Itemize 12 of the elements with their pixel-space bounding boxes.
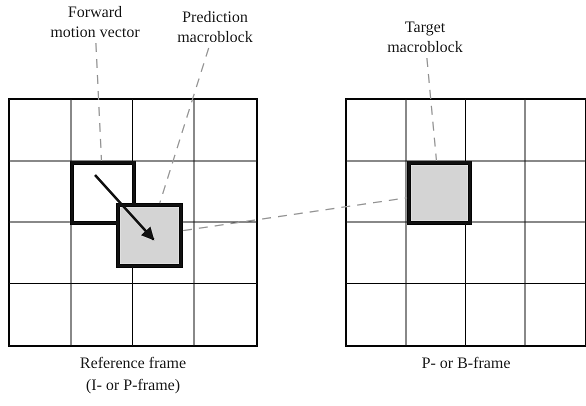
callout-text: Prediction macroblock [160,8,270,48]
motion-vector-arrow [94,174,154,240]
leader-line [426,58,438,162]
dashed-connector [182,197,408,232]
frame-caption: Reference frame (I- or P-frame) [78,354,188,396]
leader-line [159,48,210,204]
callout-text: Target macroblock [375,18,475,58]
macroblock [407,161,472,225]
macroblock [116,203,183,268]
callout-text: Forward motion vector [50,3,140,43]
leader-line [95,42,102,162]
frame-caption: P- or B-frame [420,354,512,374]
